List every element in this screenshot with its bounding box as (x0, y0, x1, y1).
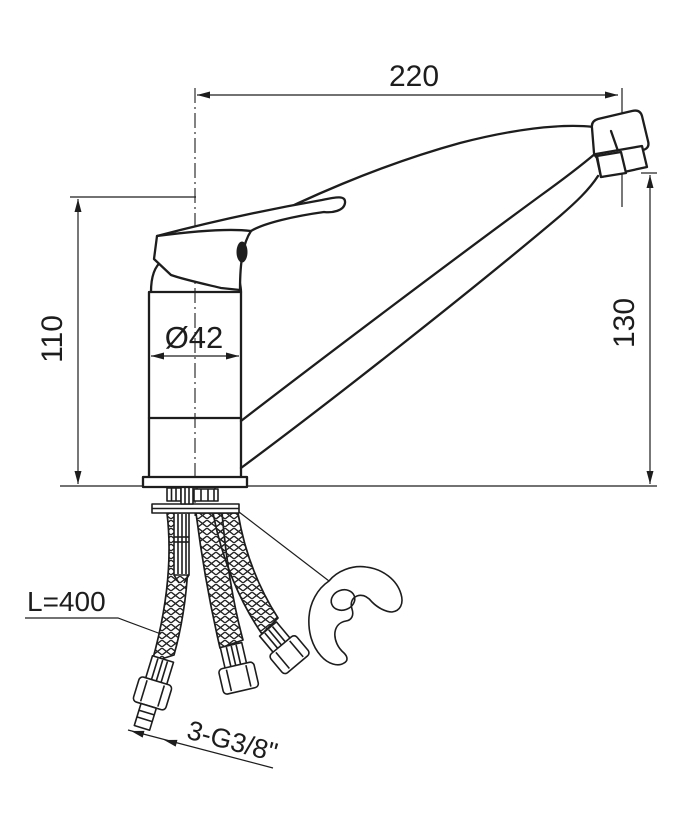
handle-button (236, 241, 248, 263)
hose-middle-fitting (218, 641, 260, 695)
thread-spec-label: 3-G3/8" (184, 715, 281, 768)
faucet-handle (152, 196, 347, 292)
handle-crease-line (155, 228, 253, 238)
mounting-hardware (151, 484, 240, 584)
dim-spout-reach-label: 220 (389, 60, 439, 93)
faucet-body (147, 290, 243, 479)
wrench-leader (238, 511, 330, 582)
hose-length-label: L=400 (27, 586, 106, 617)
dim-spout-height-label: 130 (608, 298, 641, 348)
aerator-inner (595, 150, 628, 179)
dimension-labels: 220 110 130 Ø42 L=400 3-G3/8" (27, 60, 641, 768)
dimension-lines (25, 88, 657, 769)
hose-length-leader (25, 617, 162, 635)
dim-body-height-label: 110 (36, 315, 69, 363)
wrench-hole (330, 588, 356, 612)
thread-arrow-right (164, 739, 178, 747)
thread-arrow-left (131, 730, 145, 738)
dim-body-diameter-label: Ø42 (165, 320, 224, 355)
wrench-outline (308, 565, 403, 666)
mounting-stud (173, 512, 190, 584)
faucet (141, 109, 650, 489)
hose-left-fitting (132, 654, 175, 731)
mounting-wrench (238, 511, 403, 666)
hose-right-fitting (258, 621, 310, 675)
mounting-flange (141, 475, 249, 489)
spout-lower-edge (239, 174, 600, 470)
spout-middle-edge (239, 151, 598, 423)
thread-leader (127, 729, 274, 769)
end-cap-crease (609, 129, 620, 153)
hose-right (212, 512, 279, 635)
